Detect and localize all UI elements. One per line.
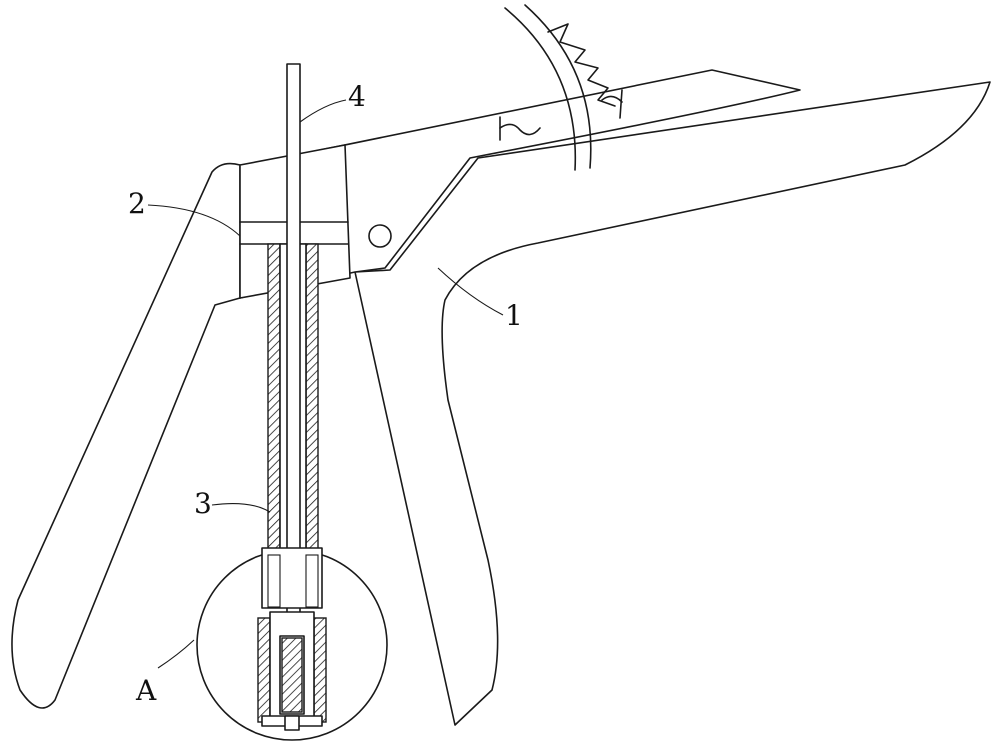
pivot-pin [368, 224, 392, 248]
lower-handle-blade [354, 81, 991, 726]
label-a: A [135, 674, 157, 707]
ratchet-arc [504, 4, 616, 171]
left-handle [11, 162, 241, 709]
detail-circle [196, 547, 388, 741]
label-2: 2 [128, 187, 146, 220]
label-4: 4 [348, 80, 366, 113]
label-3: 3 [194, 487, 212, 520]
leader-lines [147, 99, 504, 669]
label-1: 1 [505, 299, 523, 332]
